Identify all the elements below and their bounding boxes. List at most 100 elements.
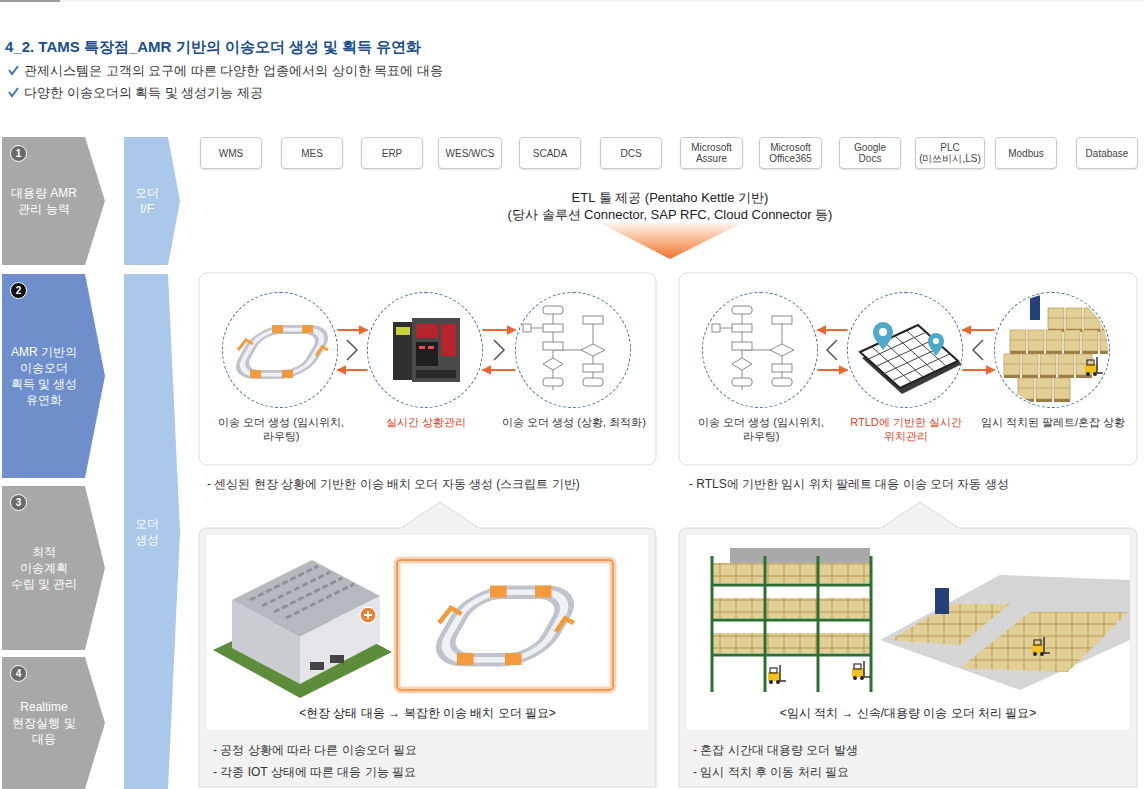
step-label: Realtime 현장실행 및 대응 bbox=[7, 699, 81, 747]
step-number: 3 bbox=[10, 494, 27, 511]
location-grid-art bbox=[933, 338, 939, 344]
connector-arrow bbox=[962, 369, 994, 371]
lower-panel bbox=[687, 535, 1129, 730]
pallet-art bbox=[1064, 330, 1080, 354]
factory-art bbox=[274, 578, 342, 612]
pallet-art bbox=[1010, 330, 1026, 354]
location-grid-art bbox=[883, 341, 923, 377]
top-rule bbox=[60, 1, 1144, 2]
warehouse-rack-art bbox=[712, 563, 871, 583]
pallet-art bbox=[1040, 354, 1056, 378]
check-icon bbox=[9, 66, 18, 74]
circle-caption: RTLD에 기반한 실시간 위치관리 bbox=[831, 415, 981, 443]
chevron-symbol bbox=[347, 340, 357, 360]
flowchart-art bbox=[712, 306, 794, 390]
system-name: Database bbox=[1079, 148, 1135, 159]
chevron-symbol bbox=[827, 340, 837, 360]
warehouse-rack-art bbox=[711, 556, 714, 692]
system-name: PLC (미쓰비시,LS) bbox=[918, 142, 982, 164]
system-box: WES/WCS bbox=[438, 137, 502, 169]
chevron-fill bbox=[124, 137, 180, 265]
process-circle: 이송 오더 생성 (임시위치,라우팅) bbox=[222, 292, 338, 408]
warehouse-rack-art bbox=[712, 556, 871, 692]
step-label: 최적 이송계획 수립 및 관리 bbox=[7, 544, 81, 592]
pallet-field-art bbox=[960, 612, 1128, 672]
factory-art bbox=[250, 566, 354, 618]
pallet-art bbox=[1028, 330, 1044, 354]
note-text: - RTLS에 기반한 임시 위치 팔레트 대응 이송 오더 자동 생성 bbox=[689, 476, 1134, 492]
location-grid-art bbox=[872, 347, 912, 383]
zoom-conveyor-art bbox=[397, 560, 613, 690]
panel-note: - 임시 적치 후 이동 처리 필요 bbox=[693, 764, 1137, 780]
chevron-fill bbox=[2, 657, 105, 789]
plc-device-art bbox=[416, 324, 438, 338]
order-chevron: 오더 생성 bbox=[124, 274, 180, 789]
plc-device-art bbox=[393, 318, 460, 382]
label-box: - RTLS에 기반한 임시 위치 팔레트 대응 이송 오더 자동 생성 bbox=[689, 476, 1134, 492]
lower-panel bbox=[207, 535, 648, 730]
factory-art bbox=[232, 560, 380, 636]
step-chevron: 4Realtime 현장실행 및 대응 bbox=[2, 657, 105, 789]
plc-device-art bbox=[393, 322, 413, 380]
pallet-field-art bbox=[935, 588, 949, 614]
warehouse-rack-art bbox=[712, 584, 871, 587]
lower-panel bbox=[679, 502, 1137, 787]
system-box: Microsoft Office365 bbox=[759, 137, 822, 169]
system-name: Microsoft Office365 bbox=[762, 142, 819, 164]
label-box: 다양한 이송오더의 획득 및 생성기능 제공 bbox=[24, 85, 724, 101]
bullet-text: 다양한 이송오더의 획득 및 생성기능 제공 bbox=[24, 85, 724, 101]
warehouse-rack-art bbox=[768, 665, 786, 684]
warehouse-rack-art bbox=[852, 661, 870, 680]
conveyor-art bbox=[235, 325, 329, 378]
pallet-field-art bbox=[890, 604, 1010, 645]
system-name: Modbus bbox=[998, 148, 1054, 159]
example-panel: <임시 적치 → 신속/대용량 이송 오더 처리 필요>- 혼잡 시간대 대용량… bbox=[679, 528, 1137, 787]
system-name: SCADA bbox=[522, 148, 578, 159]
zoom-conveyor-art bbox=[435, 586, 576, 666]
process-circle: 이송 오더 생성 (임시위치,라우팅) bbox=[702, 292, 818, 408]
circle-caption: 이송 오더 생성 (임시위치,라우팅) bbox=[206, 415, 356, 443]
connector-arrow bbox=[817, 369, 847, 371]
step-number: 2 bbox=[10, 282, 27, 299]
location-grid-art bbox=[879, 328, 887, 336]
pallet-art bbox=[1054, 378, 1070, 402]
connector-arrow bbox=[817, 329, 847, 331]
panel-caption: <현장 상태 대응 → 복잡한 이송 배치 오더 필요> bbox=[199, 705, 656, 721]
warehouse-rack-art bbox=[712, 548, 871, 692]
system-box: Modbus bbox=[995, 137, 1057, 169]
connector-arrow bbox=[337, 329, 367, 331]
process-circle: 임시 적치된 팔레트/혼잡 상황 bbox=[994, 292, 1110, 408]
circle-caption: 실시간 상황관리 bbox=[351, 415, 501, 429]
system-name: DCS bbox=[603, 148, 659, 159]
circle-caption: 이송 오더 생성 (임시위치,라우팅) bbox=[686, 415, 836, 443]
pallet-art bbox=[1085, 357, 1103, 376]
warehouse-rack-art bbox=[712, 619, 871, 622]
check-icon bbox=[9, 66, 18, 96]
lower-panel bbox=[199, 502, 1137, 787]
system-name: ERP bbox=[364, 148, 420, 159]
note-text: - 센싱된 현장 상황에 기반한 이송 배치 오더 자동 생성 (스크립트 기반… bbox=[207, 476, 652, 492]
warehouse-rack-art bbox=[712, 598, 871, 618]
etl-text: (당사 솔루션 Connector, SAP RFC, Cloud Connec… bbox=[420, 207, 920, 223]
pallet-art bbox=[1004, 354, 1020, 378]
bullet-text: 관제시스템은 고객의 요구에 따른 다양한 업종에서의 상이한 목표에 대응 bbox=[24, 63, 724, 79]
plc-device-art bbox=[416, 342, 438, 366]
etl-funnel bbox=[600, 223, 742, 259]
system-box: DCS bbox=[600, 137, 662, 169]
connector-arrow bbox=[337, 369, 367, 371]
conveyor-art bbox=[235, 325, 329, 378]
plc-device-art bbox=[441, 324, 456, 356]
circle-caption: 이송 오더 생성 (상황, 최적화) bbox=[499, 415, 649, 429]
lower-panel bbox=[199, 502, 656, 787]
location-grid-art bbox=[873, 322, 893, 350]
label-box: - 센싱된 현장 상황에 기반한 이송 배치 오더 자동 생성 (스크립트 기반… bbox=[207, 476, 652, 492]
system-box: WMS bbox=[200, 137, 262, 169]
pallet-art bbox=[1030, 292, 1040, 320]
upper-panel bbox=[679, 273, 1137, 465]
example-panel: <현장 상태 대응 → 복잡한 이송 배치 오더 필요>- 공정 상황에 따라 … bbox=[199, 528, 656, 787]
location-grid-art bbox=[928, 333, 944, 356]
pallet-art bbox=[1082, 330, 1098, 354]
system-name: WMS bbox=[203, 148, 259, 159]
location-grid-art bbox=[860, 322, 962, 394]
plc-device-art bbox=[428, 346, 434, 349]
